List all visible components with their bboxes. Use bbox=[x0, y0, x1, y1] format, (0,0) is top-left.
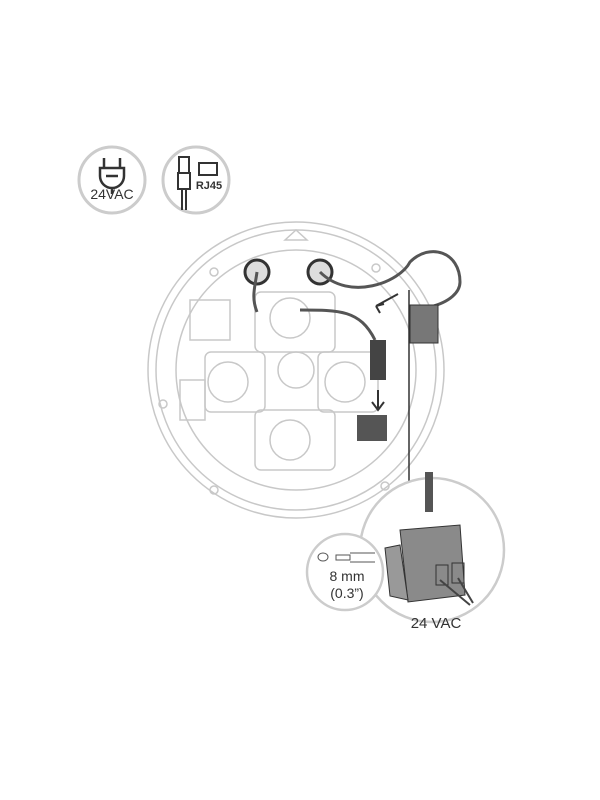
terminal-voltage-label: 24 VAC bbox=[410, 615, 462, 632]
strip-length-inch-label: (0.3”) bbox=[330, 585, 364, 601]
terminal-connector bbox=[375, 293, 439, 344]
rj45-plug bbox=[357, 340, 387, 441]
power-icon-label: 24VAC bbox=[90, 186, 134, 202]
strip-length-label: 8 mm bbox=[329, 568, 365, 584]
rj45-icon-label: RJ45 bbox=[195, 180, 223, 192]
camera-base bbox=[147, 221, 445, 519]
rj45-connector-icon bbox=[161, 145, 231, 215]
wire-strip-callout bbox=[305, 532, 385, 612]
cable-grommets bbox=[243, 258, 334, 286]
power-plug-icon bbox=[77, 145, 147, 215]
cables bbox=[252, 250, 462, 341]
detail-callout bbox=[358, 472, 506, 624]
